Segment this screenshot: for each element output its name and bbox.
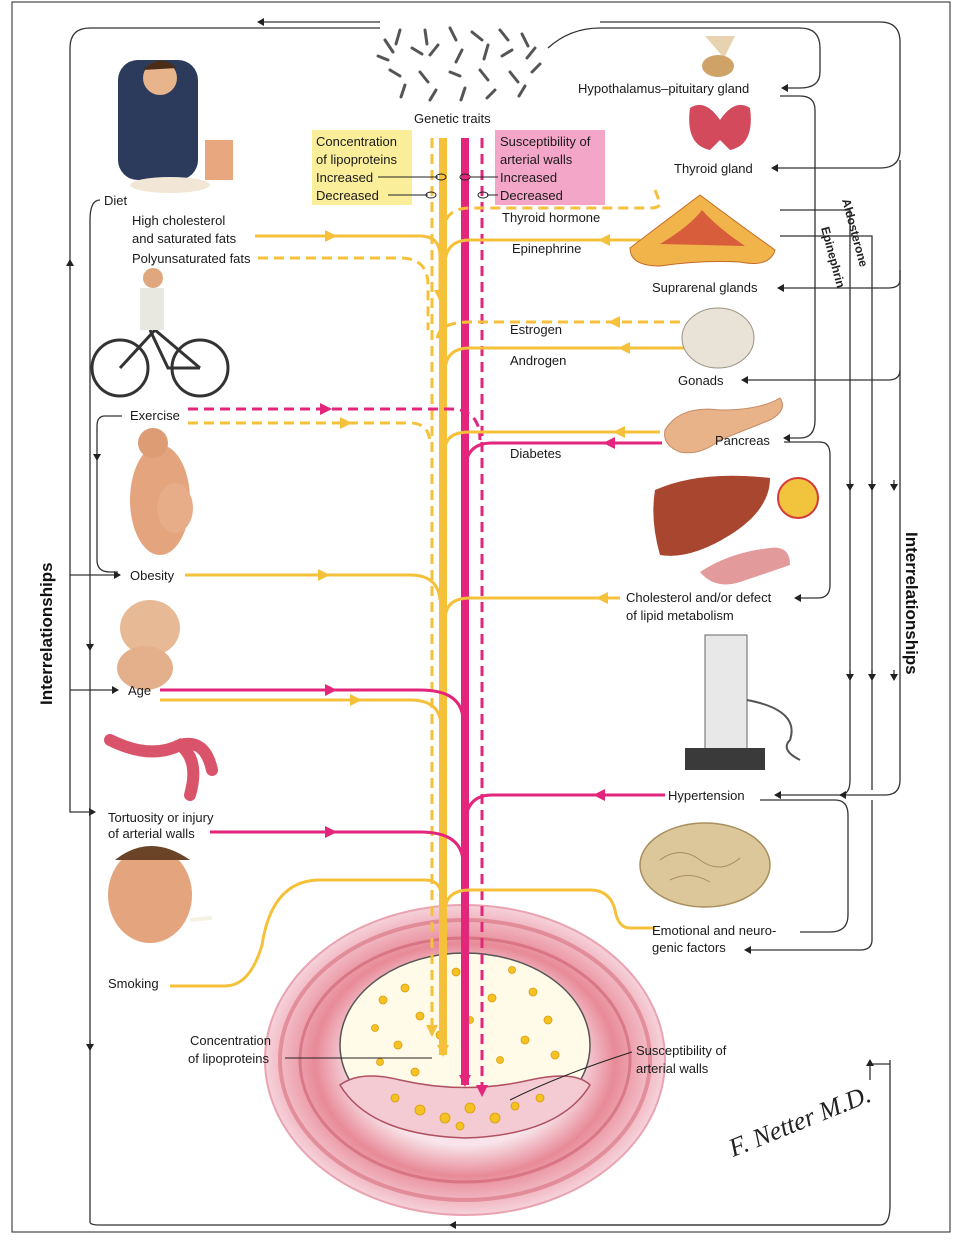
epinephrin-label: Epinephrin bbox=[818, 225, 848, 289]
high-cholesterol-label-2: and saturated fats bbox=[132, 231, 237, 246]
thyroid-illustration bbox=[689, 105, 751, 150]
netter-signature: F. Netter M.D. bbox=[724, 1079, 875, 1163]
cholesterol-defect-label-1: Cholesterol and/or defect bbox=[626, 590, 772, 605]
brain-illustration bbox=[640, 823, 770, 907]
signature-text: F. Netter M.D. bbox=[724, 1079, 875, 1163]
artery-lipoprotein-label-1: Concentration bbox=[190, 1033, 271, 1048]
polyunsaturated-fats-label: Polyunsaturated fats bbox=[132, 251, 251, 266]
man-eating-illustration bbox=[118, 60, 233, 193]
smoker-illustration bbox=[108, 846, 212, 943]
artery-wall-label-2: arterial walls bbox=[636, 1061, 709, 1076]
legend-lipo-title-1: Concentration bbox=[316, 134, 397, 149]
right-factor-flows bbox=[318, 190, 720, 928]
gonads-label: Gonads bbox=[678, 373, 724, 388]
interrelationships-right-label: Interrelationships bbox=[902, 532, 921, 675]
pancreas-label: Pancreas bbox=[715, 433, 770, 448]
thyroid-hormone-label: Thyroid hormone bbox=[502, 210, 600, 225]
hypertension-label: Hypertension bbox=[668, 788, 745, 803]
androgen-label: Androgen bbox=[510, 353, 566, 368]
emotional-factors-label-2: genic factors bbox=[652, 940, 726, 955]
cyclist-illustration bbox=[92, 268, 228, 396]
suprarenal-glands-label: Suprarenal glands bbox=[652, 280, 758, 295]
diet-label: Diet bbox=[104, 193, 128, 208]
emotional-factors-label-1: Emotional and neuro- bbox=[652, 923, 776, 938]
exercise-label: Exercise bbox=[130, 408, 180, 423]
hypothalamus-label: Hypothalamus–pituitary gland bbox=[578, 81, 749, 96]
legend-wall-decreased: Decreased bbox=[500, 188, 563, 203]
legend-lipo-decreased: Decreased bbox=[316, 188, 379, 203]
age-label: Age bbox=[128, 683, 151, 698]
tortuosity-label-2: of arterial walls bbox=[108, 826, 195, 841]
legend-wall-title-2: arterial walls bbox=[500, 152, 573, 167]
genetic-traits-label: Genetic traits bbox=[414, 111, 491, 126]
diabetes-label: Diabetes bbox=[510, 446, 562, 461]
legend-wall-title-1: Susceptibility of bbox=[500, 134, 591, 149]
obesity-label: Obesity bbox=[130, 568, 175, 583]
legend-lipo-increased: Increased bbox=[316, 170, 373, 185]
gonad-illustration bbox=[682, 308, 754, 368]
aldosterone-label: Aldosterone bbox=[839, 197, 871, 269]
lipoprotein-legend: Concentration of lipoproteins Increased … bbox=[312, 130, 446, 205]
legend-lipo-title-2: of lipoproteins bbox=[316, 152, 397, 167]
epinephrine-label: Epinephrine bbox=[512, 241, 581, 256]
pituitary-illustration bbox=[702, 36, 735, 77]
tortuosity-label-1: Tortuosity or injury bbox=[108, 810, 214, 825]
legend-wall-increased: Increased bbox=[500, 170, 557, 185]
liver-illustration bbox=[653, 476, 818, 585]
interrelationships-left-label: Interrelationships bbox=[37, 562, 56, 705]
smoking-label: Smoking bbox=[108, 976, 159, 991]
artery-segment-illustration bbox=[110, 740, 212, 795]
elderly-man-illustration bbox=[117, 600, 180, 690]
cholesterol-defect-label-2: of lipid metabolism bbox=[626, 608, 734, 623]
artery-wall-label-1: Susceptibility of bbox=[636, 1043, 727, 1058]
estrogen-label: Estrogen bbox=[510, 322, 562, 337]
obese-man-illustration bbox=[130, 428, 193, 555]
artery-lipoprotein-label-2: of lipoproteins bbox=[188, 1051, 269, 1066]
sphygmomanometer-illustration bbox=[685, 635, 800, 770]
thyroid-gland-label: Thyroid gland bbox=[674, 161, 753, 176]
chromosomes-illustration bbox=[378, 28, 540, 100]
high-cholesterol-label-1: High cholesterol bbox=[132, 213, 225, 228]
suprarenal-illustration bbox=[630, 195, 775, 266]
